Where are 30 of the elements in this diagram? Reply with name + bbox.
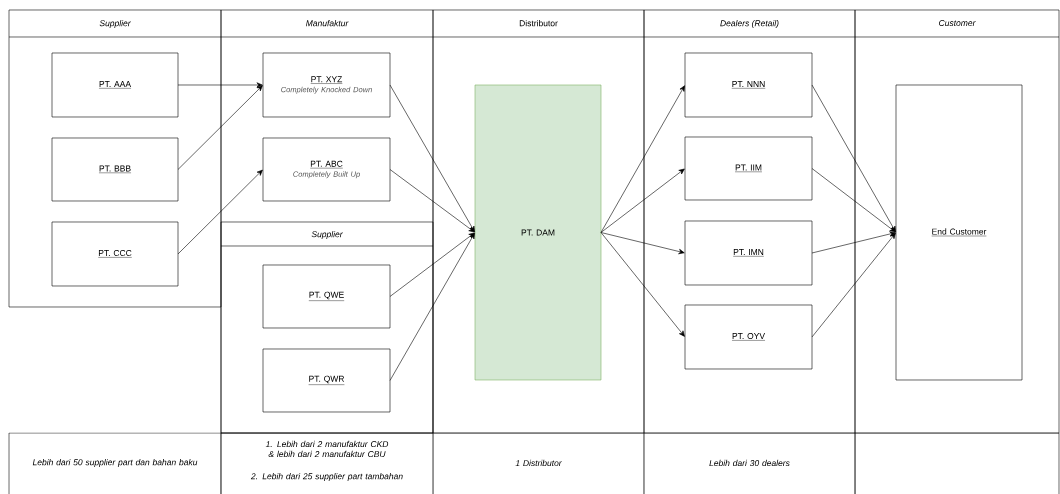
company-box: PT. CCC (51, 221, 179, 287)
arrow (177, 82, 263, 88)
company-box: PT. QWR (262, 348, 391, 413)
company-box: PT. NNN (684, 52, 813, 118)
arrow (177, 169, 263, 255)
company-box: PT. BBB (51, 137, 179, 202)
arrow (600, 85, 685, 233)
company-box: PT. IMN (684, 220, 813, 286)
arrow (811, 232, 896, 338)
company-box: PT. IIM (684, 136, 813, 201)
arrow (389, 232, 475, 297)
table-cell: 1 Distributor (432, 432, 645, 494)
arrow (389, 232, 475, 381)
table-cell: 1. Lebih dari 2 manufaktur CKD & lebih dari 2 manufaktur CBU 2. Lebih dari 25 supplier part tambahan (220, 432, 434, 494)
company-box: PT. AAA (51, 52, 179, 118)
company-box: PT. QWE (262, 264, 391, 329)
company-box: PT. OYV (684, 304, 813, 370)
arrow (811, 231, 896, 254)
arrow (600, 232, 685, 255)
arrow (600, 168, 685, 233)
arrow (811, 84, 896, 233)
table-cell: Lebih dari 50 supplier part dan bahan baku (8, 432, 222, 494)
arrow (389, 169, 475, 233)
distributor-box: PT. DAM (474, 84, 602, 381)
arrow (811, 168, 896, 233)
company-box: End Customer (895, 84, 1023, 381)
table-cell: Lebih dari 30 dealers (643, 432, 856, 494)
arrow (389, 84, 475, 233)
arrow (600, 232, 685, 337)
arrow (177, 85, 263, 170)
